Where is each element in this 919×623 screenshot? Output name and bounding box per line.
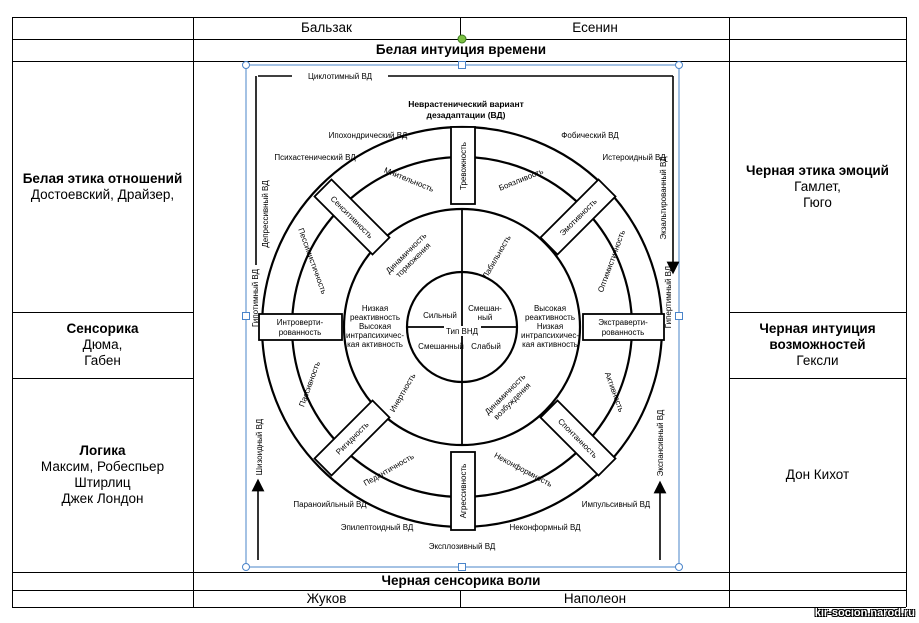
- label-impulsive: Импульсивный ВД: [582, 500, 651, 509]
- right-ethics-cell: Черная этика эмоций Гамлет, Гюго: [729, 61, 906, 312]
- inner-right-3: Низкая: [537, 322, 563, 331]
- label-hypochondriac: Ипохондрический ВД: [329, 131, 408, 140]
- left-logic-name-1: Максим, Робеспьер: [40, 459, 165, 474]
- box-left-label-2: рованность: [279, 328, 322, 337]
- inner-left-4: интрапсихичес-: [346, 331, 404, 340]
- box-top-label: Тревожность: [459, 142, 468, 190]
- top-left-name: Бальзак: [301, 20, 352, 35]
- label-paranoid: Параноийльный ВД: [293, 500, 367, 509]
- rotate-handle[interactable]: [457, 34, 467, 44]
- core-center-bg: [444, 326, 481, 336]
- label-nonconform: Неконформный ВД: [509, 523, 581, 532]
- top-right-name: Есенин: [572, 20, 618, 35]
- label-epileptoid: Эпилептоидный ВД: [341, 523, 414, 532]
- right-other-names: Дон Кихот: [785, 467, 850, 482]
- inner-right-1: Высокая: [534, 304, 566, 313]
- label-cyclothymic: Циклотимный ВД: [308, 72, 373, 81]
- box-top: [450, 126, 476, 205]
- inner-lability: Лабильность: [481, 234, 513, 280]
- inner-right-4: интрапсихичес-: [521, 331, 579, 340]
- inner-left-2: реактивность: [350, 313, 400, 322]
- right-intuition-title-1: Черная интуиция: [759, 321, 876, 336]
- bottom-right-name: Наполеон: [563, 590, 627, 606]
- box-right: [582, 313, 665, 341]
- left-sensing-name-2: Габен: [84, 353, 121, 368]
- label-exaltive: Экзальтированный ВД: [659, 156, 668, 240]
- label-hypothymic: Гипотимный ВД: [251, 268, 260, 327]
- right-intuition-names: Гексли: [796, 353, 839, 368]
- core-mixed-tr-2: ный: [478, 313, 493, 322]
- core-mixed-tr-1: Смешан-: [468, 304, 502, 313]
- ring-fearfulness: Боязливость: [498, 167, 545, 193]
- right-ethics-title: Черная этика эмоций: [746, 162, 889, 178]
- inner-left-5: кая активность: [347, 340, 403, 349]
- ring-activity: Активность: [603, 371, 626, 414]
- selection-handles[interactable]: [242, 61, 683, 571]
- box-bottom: [450, 451, 476, 531]
- label-psychasthenic: Психастенический ВД: [274, 153, 356, 162]
- ring-nonconformity: Неконформность: [493, 451, 554, 489]
- core-mixed-bl: Смешанный: [418, 342, 464, 351]
- ring-suspiciousness: Мнительность: [383, 166, 435, 194]
- right-intuition-title-2: возможностей: [769, 337, 866, 352]
- inner-left-1: Низкая: [362, 304, 388, 313]
- inner-right-5: кая активность: [522, 340, 578, 349]
- label-depressive: Депрессивный ВД: [261, 180, 270, 248]
- left-sensing-cell: Сенсорика Дюма, Габен: [12, 312, 193, 378]
- ring-optimism: Оптимистичность: [596, 229, 627, 294]
- top-function: Белая интуиция времени: [375, 42, 547, 57]
- ring-pessimism: Пессимистичность: [296, 227, 328, 296]
- box-right-label-2: рованность: [602, 328, 645, 337]
- diagram-title-2: дезадаптации (ВД): [427, 110, 506, 120]
- box-left-label-1: Интроверти-: [277, 318, 324, 327]
- left-logic-title: Логика: [79, 443, 126, 458]
- inner-right-2: реактивность: [525, 313, 575, 322]
- left-ethics-title: Белая этика отношений: [22, 170, 183, 186]
- left-logic-name-2: Штирлиц: [74, 475, 131, 490]
- label-explosive: Эксплозивный ВД: [429, 542, 496, 551]
- bottom-function: Черная сенсорика воли: [381, 573, 541, 588]
- box-lower-left: [313, 399, 391, 477]
- label-schizoid: Шизоидный ВД: [255, 418, 264, 475]
- inner-left-3: Высокая: [359, 322, 391, 331]
- inner-inertness: Инертность: [388, 372, 417, 414]
- core-center: Тип ВНД: [446, 327, 479, 336]
- left-ethics-cell: Белая этика отношений Достоевский, Драйз…: [12, 61, 193, 312]
- left-sensing-title: Сенсорика: [66, 321, 139, 336]
- box-left: [258, 313, 343, 341]
- right-ethics-name-2: Гюго: [803, 194, 832, 210]
- core-weak: Слабый: [471, 342, 501, 351]
- right-intuition-cell: Черная интуиция возможностей Гексли: [729, 312, 906, 378]
- diagram-title-1: Неврастенический вариант: [408, 99, 524, 109]
- label-hyperthymic: Гипертимный ВД: [664, 265, 673, 328]
- left-logic-name-3: Джек Лондон: [61, 491, 144, 506]
- left-sensing-name-1: Дюма,: [82, 337, 123, 352]
- box-right-label-1: Экстраверти-: [598, 318, 648, 327]
- left-ethics-names: Достоевский, Драйзер,: [30, 186, 175, 202]
- label-expansive: Экспансивный ВД: [656, 409, 665, 476]
- box-upper-right: [539, 178, 617, 256]
- label-phobic: Фобический ВД: [561, 131, 619, 140]
- right-ethics-name-1: Гамлет,: [794, 178, 841, 194]
- watermark: kir-socion.narod.ru: [814, 607, 915, 619]
- label-hysteroid: Истероидный ВД: [602, 153, 666, 162]
- right-other-cell: Дон Кихот: [729, 378, 906, 572]
- box-lower-right: [539, 399, 617, 477]
- core-strong: Сильный: [423, 311, 457, 320]
- box-upper-left: [313, 178, 391, 256]
- bottom-left-name: Жуков: [306, 590, 347, 606]
- left-logic-cell: Логика Максим, Робеспьер Штирлиц Джек Ло…: [12, 378, 193, 572]
- outer-arrows: [251, 75, 680, 560]
- box-bottom-label: Агрессивность: [459, 464, 468, 519]
